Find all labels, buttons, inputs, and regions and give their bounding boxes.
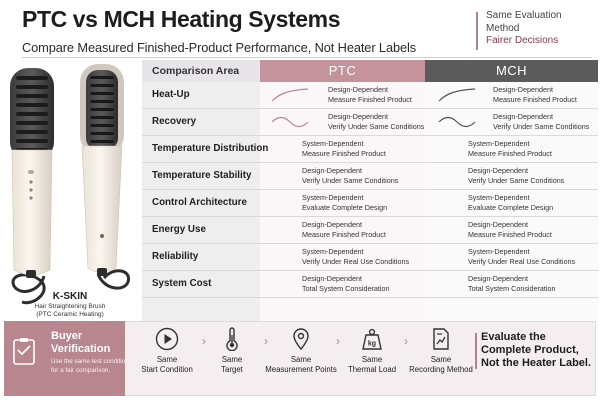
step-label: Recording Method [409,365,473,374]
cta-line: Complete Product, [481,344,579,356]
brand-name: K-SKIN [52,291,88,302]
cta-line: Not the Heater Label. [481,357,592,369]
step-label: Same [156,355,178,364]
straightening-brush-illustration [10,64,131,305]
cta-line: Evaluate the [481,331,546,343]
table-row: Temperature Distribution System-Dependen… [142,136,598,163]
step-label: Same [290,355,312,364]
verification-desc: Use the same test conditions [51,358,132,365]
clipboard-check-icon [13,338,35,365]
step-label: Start Condition [141,365,193,374]
heat-up-curve-icon [271,88,309,102]
step-start-condition: Same Start Condition [131,327,203,375]
page-title: PTC vs MCH Heating Systems [22,6,341,32]
svg-text:kg: kg [368,341,376,348]
mch-column-bg [425,82,598,328]
heat-up-curve-icon [438,88,476,102]
row-label: Control Architecture [152,197,247,208]
verification-title: Buyer [51,330,83,342]
step-label: Same [361,355,383,364]
verification-desc: for a fair comparison. [51,367,111,374]
ptc-column-bg [260,82,425,328]
chevron-right-icon: › [202,334,206,348]
side-note: Same Evaluation Method Fairer Decisions [476,10,598,50]
location-pin-icon [293,328,309,351]
step-label: Thermal Load [347,365,397,374]
step-label: Same [430,355,452,364]
recovery-wave-icon [438,116,476,128]
chevron-right-icon: › [336,334,340,348]
row-label: Temperature Distribution [152,143,269,154]
chevron-right-icon: › [404,334,408,348]
step-label: Target [221,365,243,374]
page-subtitle: Compare Measured Finished-Product Perfor… [22,40,417,55]
header-ptc: PTC [260,60,425,82]
header-comparison-area: Comparison Area [142,60,260,82]
product-caption: Hair Straightening Brush [34,303,106,310]
step-measurement-points: Same Measurement Points [265,327,337,375]
table-header: Comparison Area PTC MCH [142,60,598,82]
weight-kg-icon: kg [362,328,382,350]
row-label: Heat-Up [152,89,190,100]
step-label: Measurement Points [265,365,337,374]
row-label: Temperature Stability [152,170,252,181]
step-thermal-load: kg Same Thermal Load [336,327,408,375]
side-note-line: Same Evaluation [486,10,562,21]
row-label: Recovery [152,116,197,127]
header-divider [22,57,592,58]
area-column-bg [142,82,260,328]
play-icon [155,327,179,351]
call-to-action: Evaluate the Complete Product, Not the H… [475,331,593,370]
step-label: Same [221,355,243,364]
header-mch: MCH [425,60,598,82]
row-label: Energy Use [152,224,206,235]
side-note-accent-bar [476,12,478,50]
chevron-right-icon: › [264,334,268,348]
row-label: System Cost [152,278,212,289]
row-label: Reliability [152,251,199,262]
product-caption: (PTC Ceramic Heating) [36,311,104,318]
step-target: Same Target [196,327,268,375]
cta-accent-bar [475,333,477,369]
recovery-wave-icon [271,116,309,128]
step-recording-method: Same Recording Method [405,327,477,375]
thermometer-icon [226,327,238,351]
document-chart-icon [433,328,449,350]
side-note-line: Method [486,22,520,34]
verification-title: Verification [51,343,111,355]
buyer-verification-panel: Buyer Verification Use the same test con… [4,321,132,396]
comparison-table: Comparison Area PTC MCH Heat-Up Design-D… [142,60,598,328]
side-note-line: Fairer Decisions [486,35,559,46]
